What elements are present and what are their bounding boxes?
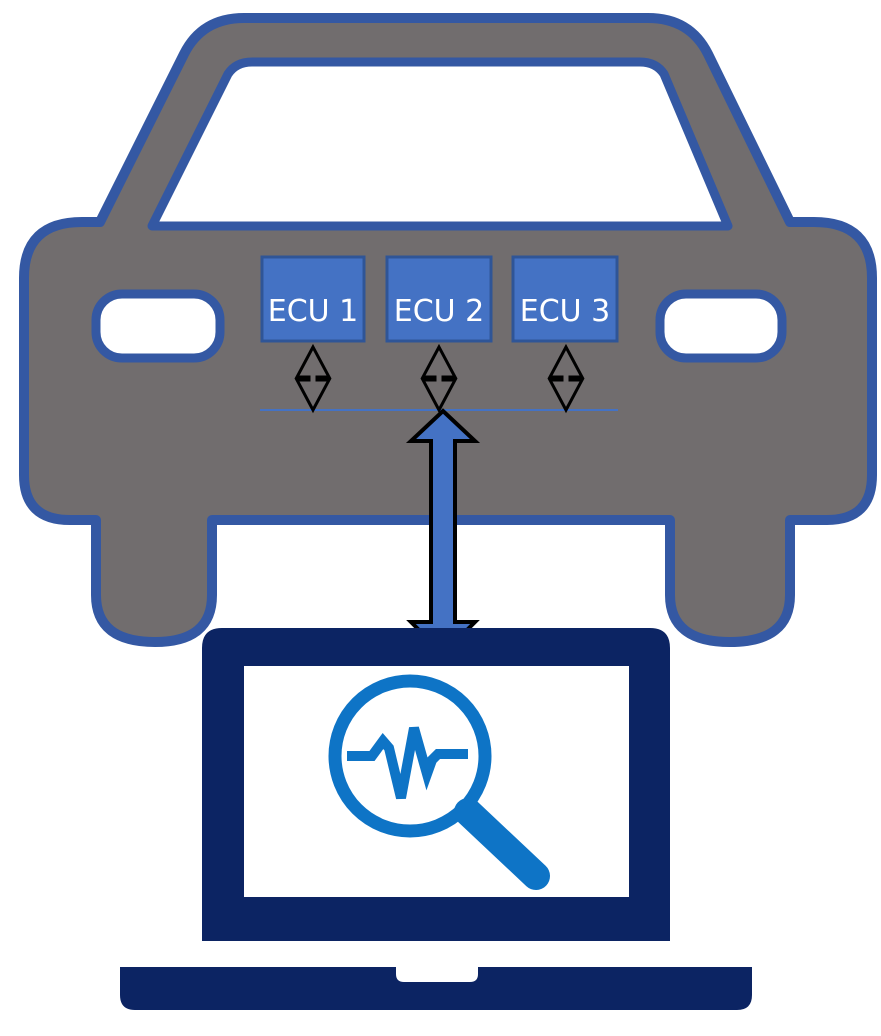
headlight-right [655,289,787,363]
magnifier-waveform-icon [328,674,550,890]
ecu-3-link-arrow-icon [547,343,585,414]
ecu-1-label: ECU 1 [268,294,358,329]
waveform-icon [347,726,468,800]
ecu-1-box [260,255,366,343]
ecu-2-label: ECU 2 [394,294,484,329]
ecu-group: ECU 1 ECU 2 ECU 3 [260,255,619,343]
laptop-icon [120,628,752,1010]
ecu-3: ECU 3 [511,255,619,343]
magnifier-handle [454,798,550,890]
ecu-2-box [385,255,493,343]
ecu-link-arrows [294,343,585,414]
magnifier-lens [328,674,492,838]
ecu-1: ECU 1 [260,255,366,343]
ecu-2: ECU 2 [385,255,493,343]
laptop-screen-frame [202,628,670,941]
ecu-1-link-arrow-icon [294,343,332,414]
headlight-left [91,289,225,363]
ecu-3-box [511,255,619,343]
windshield [147,57,733,231]
laptop-base [120,967,752,1010]
ecu-2-link-arrow-icon [420,343,458,414]
ecu-3-label: ECU 3 [520,294,610,329]
